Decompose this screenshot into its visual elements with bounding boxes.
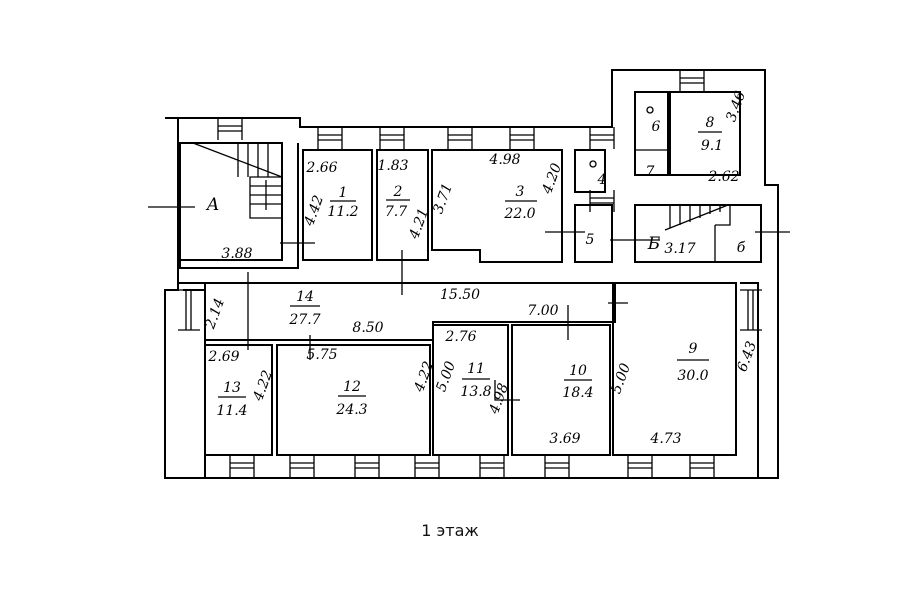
room-8 [669, 91, 741, 176]
rooms [179, 91, 762, 456]
room-11 [432, 324, 509, 456]
room-number: 6 [652, 119, 661, 135]
dimension: 5.75 [306, 347, 337, 363]
room-area: 11.2 [327, 204, 358, 220]
room-12 [276, 344, 431, 456]
dimension: 2.66 [305, 160, 337, 176]
room-number: б [737, 240, 746, 256]
window-icon [509, 127, 535, 149]
room-a-stair [179, 142, 283, 261]
window-icon [479, 455, 505, 477]
room-area: 9.1 [701, 138, 723, 154]
window-icon [589, 127, 615, 149]
room-6-7 [634, 91, 669, 176]
room-number: 1 [339, 185, 348, 201]
room-area: 30.0 [677, 368, 708, 384]
room-9 [612, 282, 737, 456]
dimension: 6.43 [734, 339, 760, 374]
stair-icon [192, 142, 283, 219]
room-number: 13 [223, 380, 241, 396]
window-icon [544, 455, 570, 477]
window-icon [217, 118, 243, 140]
window-icon [689, 455, 715, 477]
window-icon [679, 70, 705, 92]
room-area: 18.4 [562, 385, 593, 401]
dimension: 3.46 [723, 89, 749, 124]
dimension: 4.42 [301, 193, 327, 229]
room-labels: А 3.88 2.66 4.42 1 11.2 1.83 2 7.7 4.21 … [202, 89, 760, 447]
room-number: 8 [706, 115, 715, 131]
toilet-icon [589, 160, 597, 168]
window-icon [229, 455, 255, 477]
room-area: 24.3 [335, 402, 367, 418]
room-number: 12 [343, 379, 361, 395]
room-3 [431, 149, 563, 263]
room-number: 5 [586, 232, 595, 248]
room-5 [574, 204, 613, 263]
room-number: 14 [296, 289, 314, 305]
window-icon [627, 455, 653, 477]
door-marks [148, 206, 790, 401]
room-area: 11.4 [216, 403, 247, 419]
window-icon [589, 190, 615, 212]
window-icon [379, 127, 405, 149]
dimension: 4.73 [649, 431, 681, 447]
room-area: 7.7 [385, 204, 407, 220]
dimension: 3.17 [664, 241, 695, 257]
room-number: 4 [597, 172, 607, 188]
dimension: 15.50 [440, 287, 480, 303]
dimension: 1.83 [377, 158, 408, 174]
room-area: 22.0 [503, 206, 535, 222]
dimension: 3.88 [221, 246, 252, 262]
dimension: 5.00 [433, 359, 459, 394]
windows [178, 70, 762, 477]
room-number: 10 [569, 363, 587, 379]
room-number: 3 [516, 184, 525, 200]
stair-icon [664, 204, 731, 262]
window-icon [740, 289, 762, 331]
window-icon [289, 455, 315, 477]
dimension: 3.71 [430, 181, 456, 216]
toilet-icon [646, 106, 654, 114]
room-13 [204, 344, 273, 456]
floor-caption: 1 этаж [421, 521, 479, 540]
room-area: 13.8 [460, 384, 491, 400]
room-a-number: А [206, 195, 220, 215]
dimension: 3.69 [549, 431, 580, 447]
dimension: 8.50 [352, 320, 383, 336]
room-area: 27.7 [288, 312, 320, 328]
window-icon [178, 289, 200, 331]
room-1 [302, 149, 373, 261]
room-number: 9 [689, 341, 698, 357]
window-icon [354, 455, 380, 477]
dimension: 2.62 [707, 169, 739, 185]
room-number: 11 [467, 361, 485, 377]
window-icon [317, 127, 343, 149]
dimension: 2.76 [444, 329, 476, 345]
room-number: Б [647, 234, 661, 254]
room-10 [511, 324, 611, 456]
room-b-stair [634, 204, 762, 263]
dimension: 7.00 [527, 303, 558, 319]
room-number: 2 [393, 184, 403, 200]
window-icon [447, 127, 473, 149]
room-number: 7 [646, 164, 655, 180]
dimension: 4.98 [488, 152, 520, 168]
window-icon [414, 455, 440, 477]
dimension: 2.69 [207, 349, 239, 365]
